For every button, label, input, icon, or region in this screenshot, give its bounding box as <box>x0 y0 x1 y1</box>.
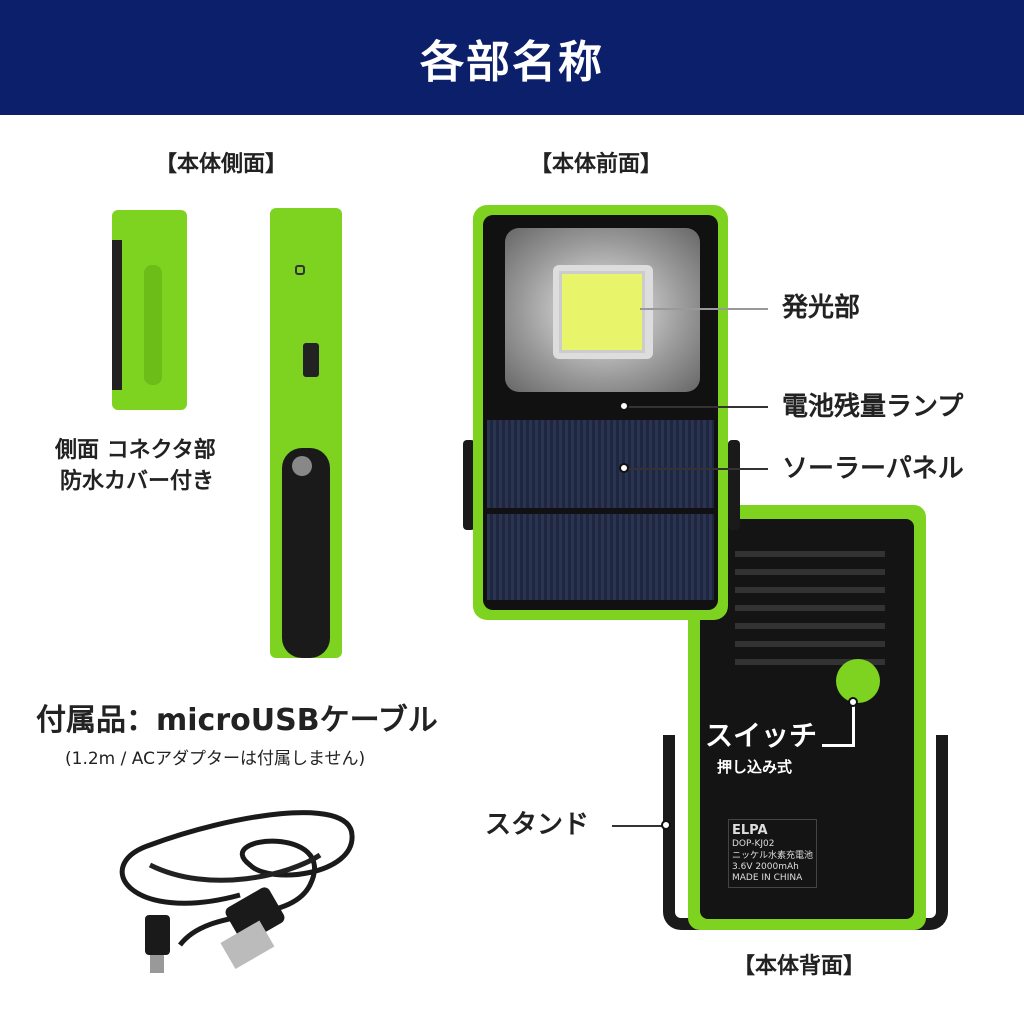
side-view-device <box>270 208 342 658</box>
accessory-title: 付属品：microUSBケーブル <box>36 703 438 738</box>
accessory-note: (1.2m / ACアダプターは付属しません) <box>65 749 366 769</box>
section-front-label: 【本体前面】 <box>530 152 663 177</box>
solar-panel <box>487 420 714 600</box>
side-note-line1: 側面 コネクタ部 <box>55 438 216 463</box>
label-switch: スイッチ <box>705 719 818 752</box>
label-switch-sub: 押し込み式 <box>717 758 793 776</box>
usb-cable-image <box>119 810 355 973</box>
origin-text: MADE IN CHINA <box>732 873 803 883</box>
side-note-line2: 防水カバー付き <box>60 469 215 494</box>
page-title: 各部名称 <box>420 36 604 88</box>
header-banner: 各部名称 <box>0 0 1024 115</box>
label-solar: ソーラーパネル <box>782 454 964 484</box>
power-switch-button[interactable] <box>836 659 880 703</box>
front-device <box>473 205 728 620</box>
battery-text: ニッケル水素充電池 <box>732 850 814 861</box>
side-view-connector-cover <box>112 210 187 410</box>
section-back-label: 【本体背面】 <box>733 954 866 979</box>
brand-text: ELPA <box>732 823 768 838</box>
model-text: DOP-KJ02 <box>732 839 775 850</box>
usb-port <box>303 343 319 377</box>
label-light: 発光部 <box>782 293 861 323</box>
section-side-label: 【本体側面】 <box>155 152 288 177</box>
label-battery-lamp: 電池残量ランプ <box>782 392 964 422</box>
label-plate: ELPA DOP-KJ02 ニッケル水素充電池 3.6V 2000mAh MAD… <box>728 819 818 889</box>
label-stand: スタンド <box>485 810 590 840</box>
spec-text: 3.6V 2000mAh <box>732 861 799 872</box>
led-light <box>559 271 645 353</box>
